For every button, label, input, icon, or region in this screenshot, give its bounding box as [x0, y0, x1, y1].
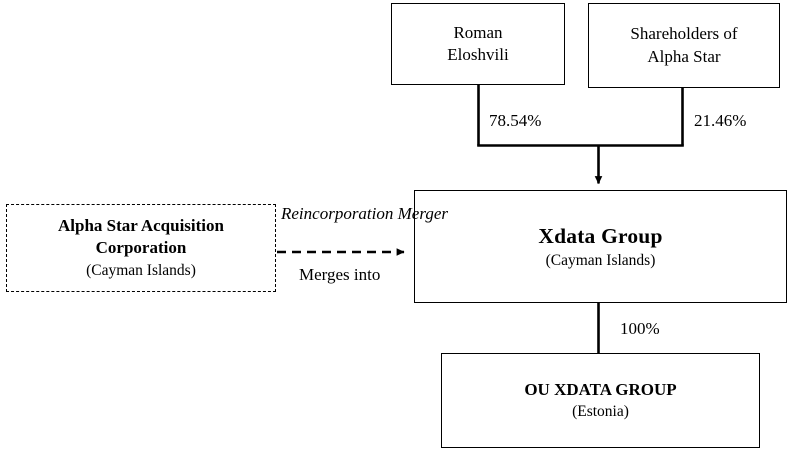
edge-label-reincorporation-merger: Reincorporation Merger [281, 204, 448, 223]
edge-label-ou-percentage: 100% [620, 319, 660, 338]
edge-label-shareholders-percentage: 21.46% [694, 111, 747, 130]
node-xdata-group-jurisdiction: (Cayman Islands) [545, 251, 656, 269]
node-xdata-group-title: Xdata Group [538, 223, 663, 248]
node-alpha-star-acquisition-jurisdiction: (Cayman Islands) [86, 261, 196, 279]
node-ou-xdata-group[interactable]: OU XDATA GROUP (Estonia) [441, 353, 760, 448]
node-roman-eloshvili-title: Roman Eloshvili [447, 22, 509, 64]
node-alpha-star-acquisition[interactable]: Alpha Star Acquisition Corporation (Caym… [6, 204, 276, 292]
node-roman-eloshvili[interactable]: Roman Eloshvili [391, 3, 565, 85]
node-ou-xdata-group-title: OU XDATA GROUP [524, 379, 677, 399]
node-shareholders-alpha-star-title: Shareholders of Alpha Star [630, 24, 738, 66]
node-ou-xdata-group-jurisdiction: (Estonia) [572, 402, 629, 420]
edge-label-roman-percentage: 78.54% [489, 111, 542, 130]
node-xdata-group[interactable]: Xdata Group (Cayman Islands) [414, 190, 787, 303]
node-alpha-star-acquisition-title: Alpha Star Acquisition Corporation [58, 215, 224, 258]
node-shareholders-alpha-star[interactable]: Shareholders of Alpha Star [588, 3, 780, 88]
edge-label-merges-into: Merges into [299, 265, 381, 284]
